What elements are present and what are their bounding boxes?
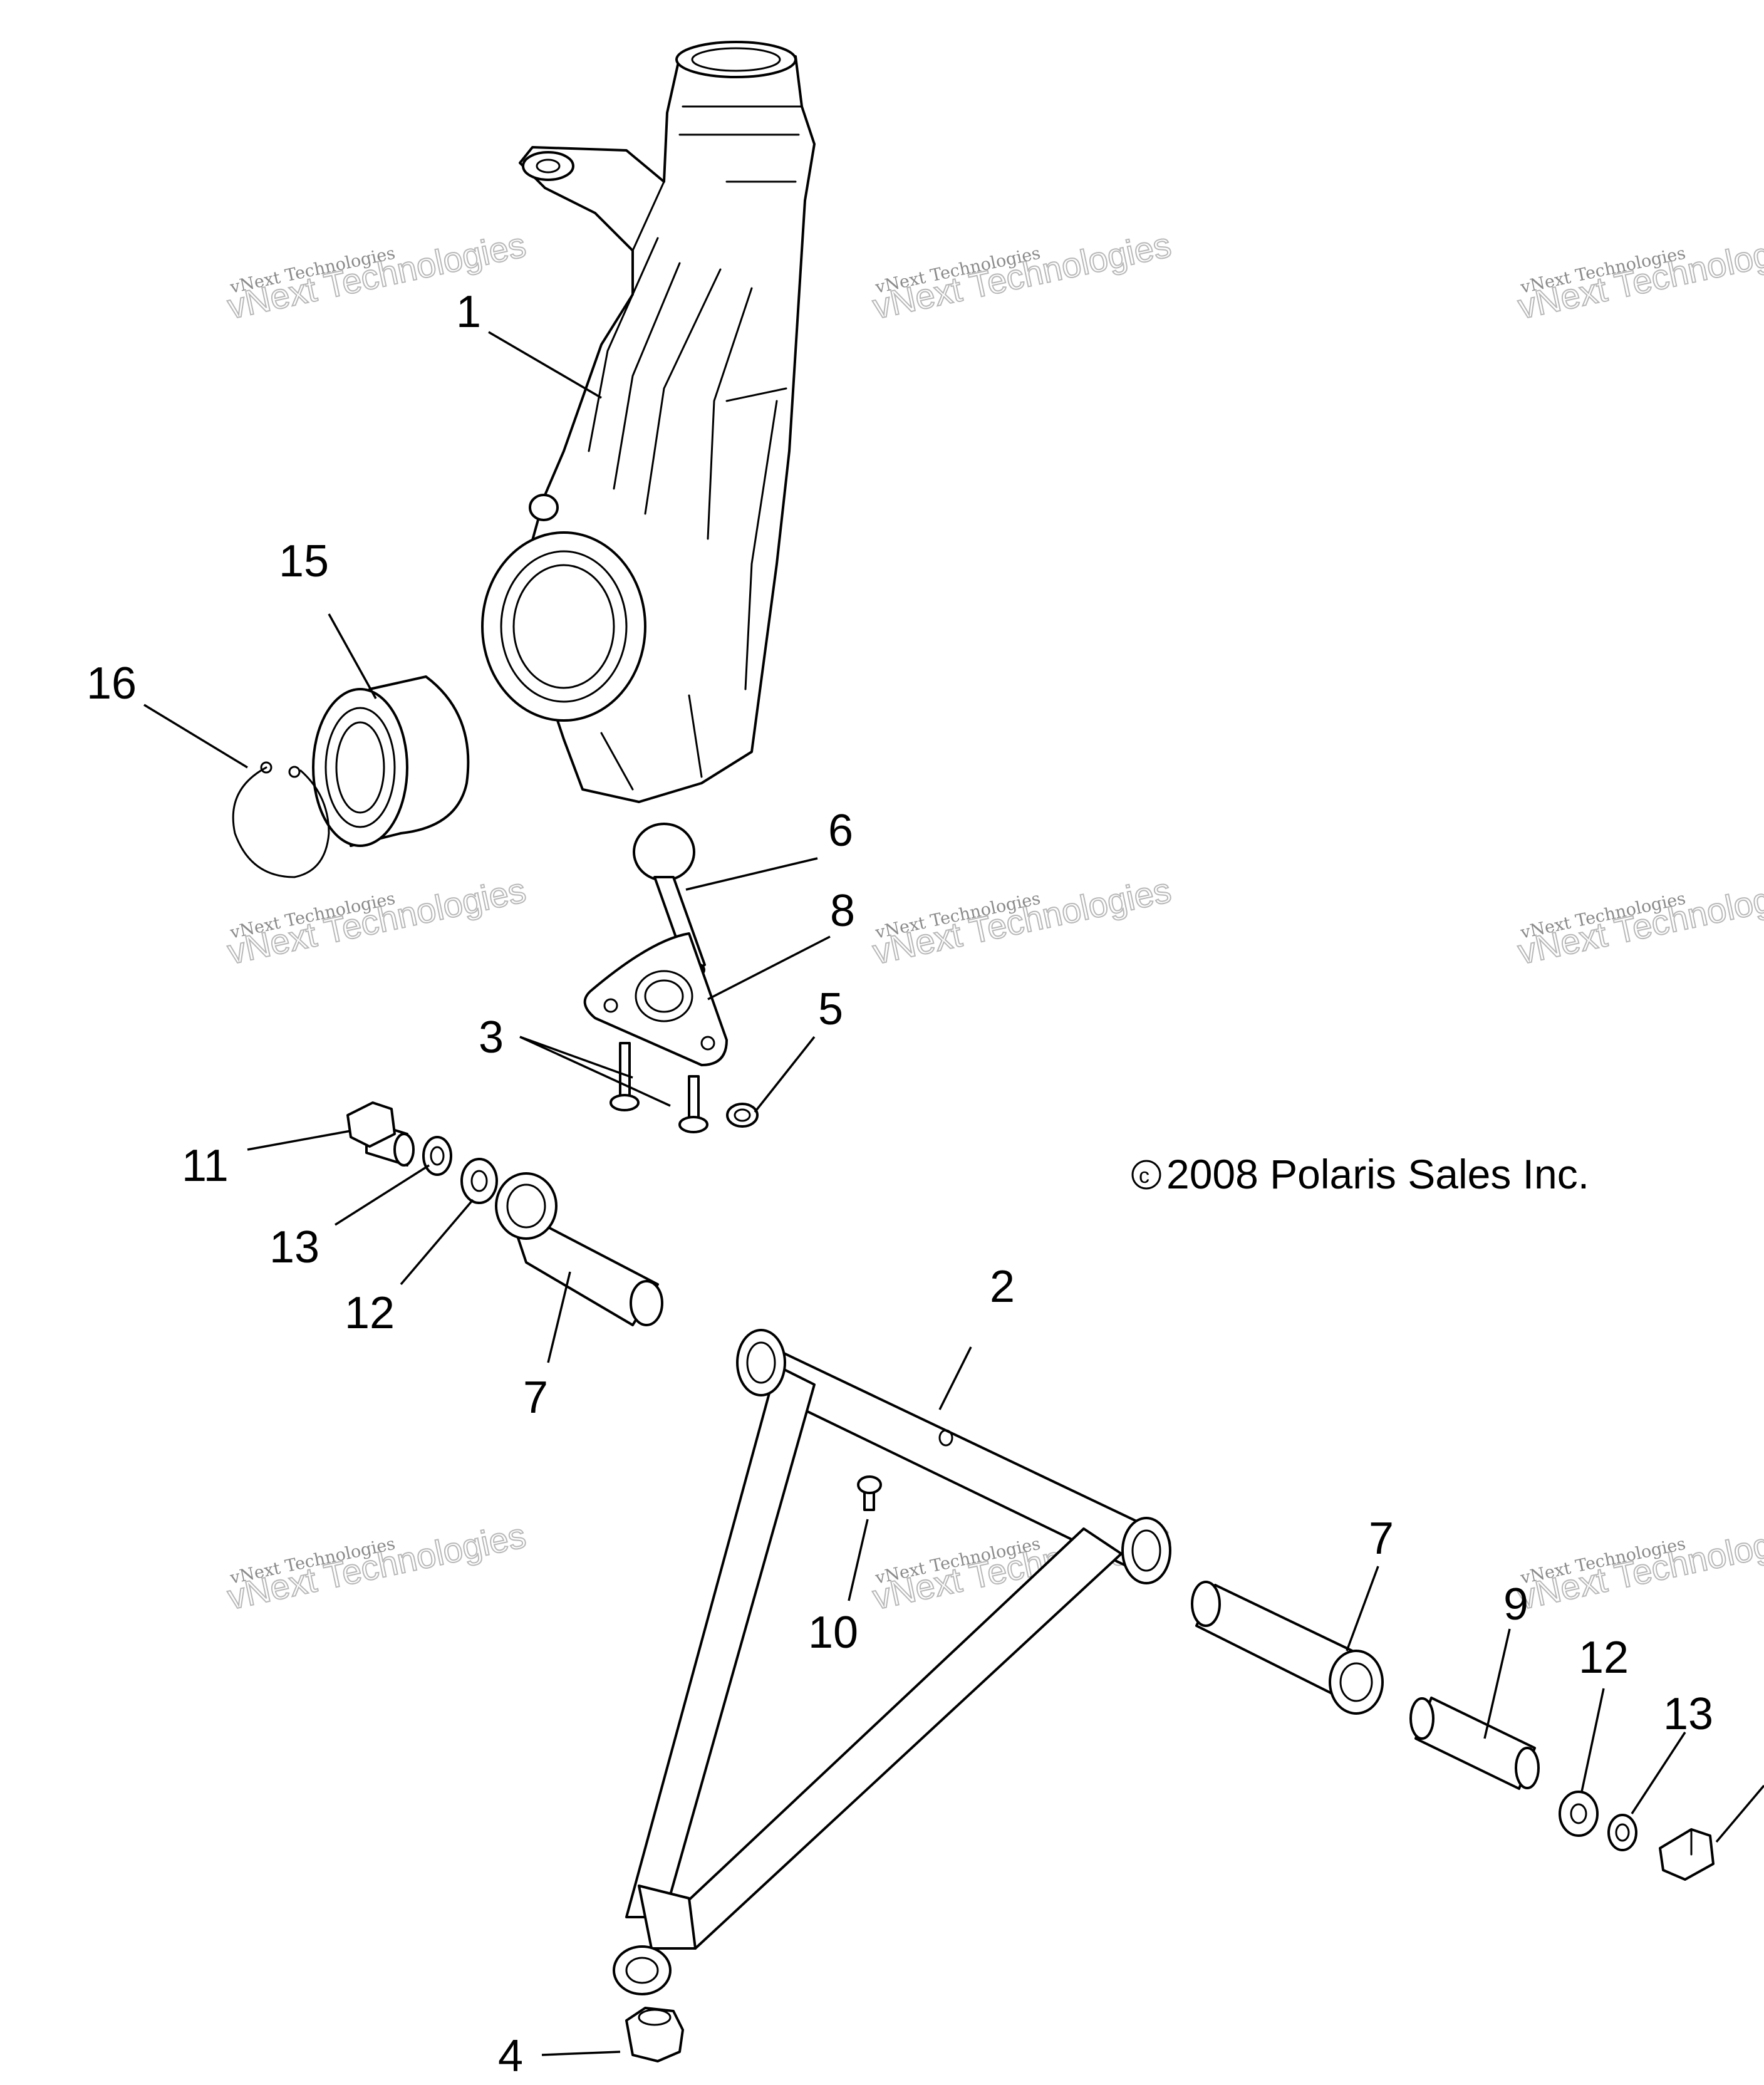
leader-13a: [335, 1164, 430, 1226]
watermark-top-center: vNext Technologies vNext Technologies: [869, 224, 1175, 326]
callout-1: 1: [456, 287, 481, 337]
watermark-top-left: vNext Technologies vNext Technologies: [224, 224, 530, 326]
leader-15: [328, 613, 377, 699]
leader-11: [247, 1130, 351, 1151]
watermark-bottom-right: vNext Technologies vNext Technologies: [1514, 1514, 1764, 1617]
nut: [625, 2007, 684, 2062]
watermarks: vNext Technologies vNext Technologies vN…: [224, 224, 1764, 1617]
watermark-bottom-left: vNext Technologies vNext Technologies: [224, 1514, 530, 1617]
snap-ring: [232, 761, 330, 878]
callout-6: 6: [828, 806, 853, 856]
callout-7-lower: 7: [1369, 1514, 1394, 1564]
bolt-lower: [1659, 1828, 1715, 1881]
ball-joint-plate: [583, 932, 728, 1066]
callout-3: 3: [479, 1012, 504, 1063]
leader-12a: [400, 1198, 474, 1286]
leader-13b: [1631, 1732, 1686, 1814]
leader-12b: [1580, 1688, 1605, 1792]
callout-5: 5: [818, 984, 843, 1034]
bolt-upper: [346, 1101, 415, 1167]
callout-9: 9: [1503, 1579, 1528, 1630]
callout-12-upper: 12: [345, 1288, 395, 1338]
callout-4: 4: [498, 2031, 523, 2081]
grease-fitting: [857, 1475, 882, 1511]
leader-9: [1483, 1628, 1511, 1739]
callout-11: 11: [182, 1141, 229, 1191]
leader-3a: [519, 1036, 633, 1079]
lock-washer-upper: [422, 1136, 452, 1176]
watermark-mid-left: vNext Technologies vNext Technologies: [224, 869, 530, 972]
callout-7-upper: 7: [523, 1373, 548, 1423]
callout-12-lower: 12: [1579, 1633, 1629, 1683]
leader-16: [143, 704, 248, 769]
washer-upper: [460, 1158, 498, 1204]
leader-1: [488, 331, 602, 399]
sleeve: [1409, 1697, 1540, 1790]
copyright-text: 2008 Polaris Sales Inc.: [1166, 1151, 1589, 1197]
bushing-upper: [495, 1172, 663, 1326]
copyright-symbol: c: [1139, 1164, 1149, 1188]
callout-10: 10: [808, 1608, 858, 1658]
watermark-mid-right: vNext Technologies vNext Technologies: [1514, 869, 1764, 972]
steering-knuckle: [481, 41, 816, 803]
leader-7b: [1346, 1566, 1379, 1651]
leader-2: [938, 1346, 972, 1410]
callout-2: 2: [990, 1262, 1015, 1312]
leader-4: [541, 2051, 621, 2056]
callout-13-lower: 13: [1663, 1689, 1713, 1739]
leader-8: [707, 935, 831, 1001]
a-arm: [613, 1329, 1171, 1995]
leader-14: [1715, 1784, 1764, 1843]
leader-10: [848, 1519, 869, 1601]
washer-lower: [1559, 1791, 1599, 1837]
watermark-mid-center: vNext Technologies vNext Technologies: [869, 869, 1175, 972]
lock-washer-lower: [1607, 1814, 1637, 1851]
wheel-bearing: [312, 675, 470, 847]
callout-8: 8: [830, 886, 855, 936]
callout-16: 16: [86, 658, 137, 709]
callout-labels: 1 2 3 4 5 6 7 7 8 9 10 11 12 12 13 13 15…: [86, 287, 1713, 2081]
callout-15: 15: [279, 536, 329, 586]
leader-5: [754, 1036, 816, 1113]
leader-6: [685, 857, 818, 891]
clip: [726, 1103, 759, 1128]
bushing-lower: [1191, 1581, 1384, 1715]
callout-13-upper: 13: [269, 1222, 319, 1272]
leader-7a: [547, 1271, 571, 1363]
copyright-notice: c 2008 Polaris Sales Inc.: [1131, 1151, 1589, 1197]
leader-lines: [143, 331, 1764, 2056]
leader-3b: [519, 1036, 671, 1107]
watermark-top-right: vNext Technologies vNext Technologies: [1514, 224, 1764, 326]
copyright-circle: [1131, 1160, 1161, 1190]
